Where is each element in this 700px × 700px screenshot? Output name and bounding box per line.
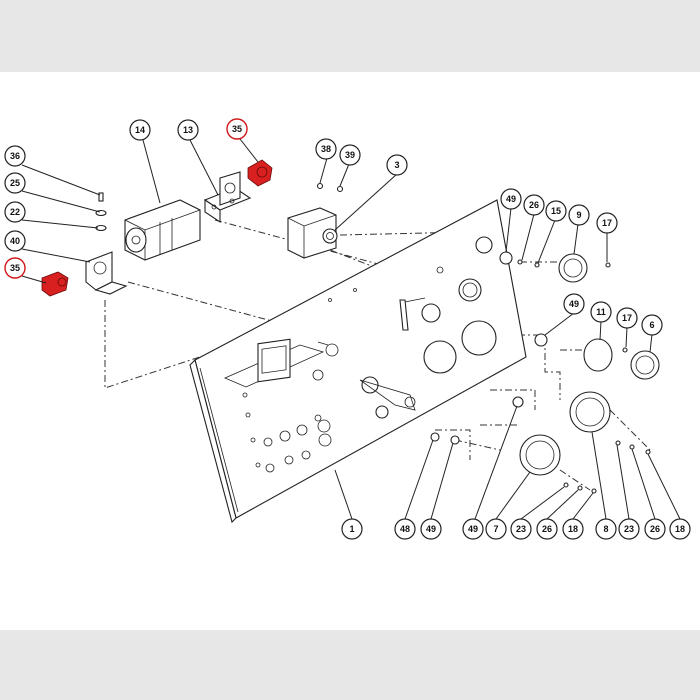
callout-22: 22 (4, 201, 26, 223)
svg-text:9: 9 (576, 210, 581, 220)
svg-text:36: 36 (10, 151, 20, 161)
callout-36: 36 (4, 145, 26, 167)
svg-text:17: 17 (622, 313, 632, 323)
svg-text:48: 48 (400, 524, 410, 534)
svg-text:38: 38 (321, 144, 331, 154)
callout-3: 3 (386, 154, 408, 176)
callout-48: 48 (394, 518, 416, 540)
main-control-panel (189, 199, 527, 524)
svg-text:26: 26 (542, 524, 552, 534)
svg-text:22: 22 (10, 207, 20, 217)
svg-text:49: 49 (569, 299, 579, 309)
callout-9: 9 (568, 204, 590, 226)
callout-18-a: 18 (562, 518, 584, 540)
callout-49-c: 49 (420, 518, 442, 540)
callout-35-upper: 35 (226, 118, 248, 140)
leader-lines (21, 138, 681, 520)
bracket-part-13 (203, 171, 252, 224)
svg-text:35: 35 (10, 263, 20, 273)
callout-49-a: 49 (500, 188, 522, 210)
callout-14: 14 (129, 119, 151, 141)
right-gauges (430, 251, 660, 494)
svg-text:49: 49 (506, 194, 516, 204)
callout-7: 7 (485, 518, 507, 540)
svg-text:17: 17 (602, 218, 612, 228)
callout-23-b: 23 (618, 518, 640, 540)
callout-49-d: 49 (462, 518, 484, 540)
svg-text:49: 49 (426, 524, 436, 534)
callout-13: 13 (177, 119, 199, 141)
callout-17-a: 17 (596, 212, 618, 234)
callout-18-b: 18 (669, 518, 691, 540)
callout-35-lower: 35 (4, 257, 26, 279)
callout-1: 1 (341, 518, 363, 540)
part-3-module (287, 207, 338, 259)
svg-text:15: 15 (551, 206, 561, 216)
svg-text:8: 8 (603, 524, 608, 534)
callout-25: 25 (4, 172, 26, 194)
red-fitting-35-lower (41, 271, 69, 297)
svg-text:26: 26 (529, 200, 539, 210)
svg-text:35: 35 (232, 124, 242, 134)
callout-11: 11 (590, 301, 612, 323)
svg-text:6: 6 (649, 320, 654, 330)
motor-part-14 (124, 199, 201, 261)
svg-text:39: 39 (345, 150, 355, 160)
svg-text:18: 18 (568, 524, 578, 534)
svg-text:11: 11 (596, 307, 606, 317)
svg-text:26: 26 (650, 524, 660, 534)
callout-26-a: 26 (523, 194, 545, 216)
svg-text:25: 25 (10, 178, 20, 188)
red-fitting-35-upper (247, 159, 273, 187)
svg-text:18: 18 (675, 524, 685, 534)
callout-6: 6 (641, 314, 663, 336)
svg-text:49: 49 (468, 524, 478, 534)
exploded-parts-diagram: 14 13 35 36 25 22 40 35 38 39 3 49 26 15… (4, 118, 691, 540)
callout-39: 39 (339, 144, 361, 166)
svg-text:7: 7 (493, 524, 498, 534)
svg-text:40: 40 (10, 236, 20, 246)
callout-8: 8 (595, 518, 617, 540)
callout-23-a: 23 (510, 518, 532, 540)
svg-text:3: 3 (394, 160, 399, 170)
callout-49-b: 49 (563, 293, 585, 315)
callout-40: 40 (4, 230, 26, 252)
svg-text:13: 13 (183, 125, 193, 135)
callouts: 14 13 35 36 25 22 40 35 38 39 3 49 26 15… (4, 118, 691, 540)
callout-38: 38 (315, 138, 337, 160)
bracket-part-40 (85, 251, 128, 295)
diagram-canvas: 14 13 35 36 25 22 40 35 38 39 3 49 26 15… (0, 72, 700, 630)
svg-text:23: 23 (624, 524, 634, 534)
svg-text:1: 1 (349, 524, 354, 534)
callout-15: 15 (545, 200, 567, 222)
svg-text:14: 14 (135, 125, 145, 135)
svg-text:23: 23 (516, 524, 526, 534)
callout-26-c: 26 (644, 518, 666, 540)
callout-26-b: 26 (536, 518, 558, 540)
callout-17-b: 17 (616, 307, 638, 329)
